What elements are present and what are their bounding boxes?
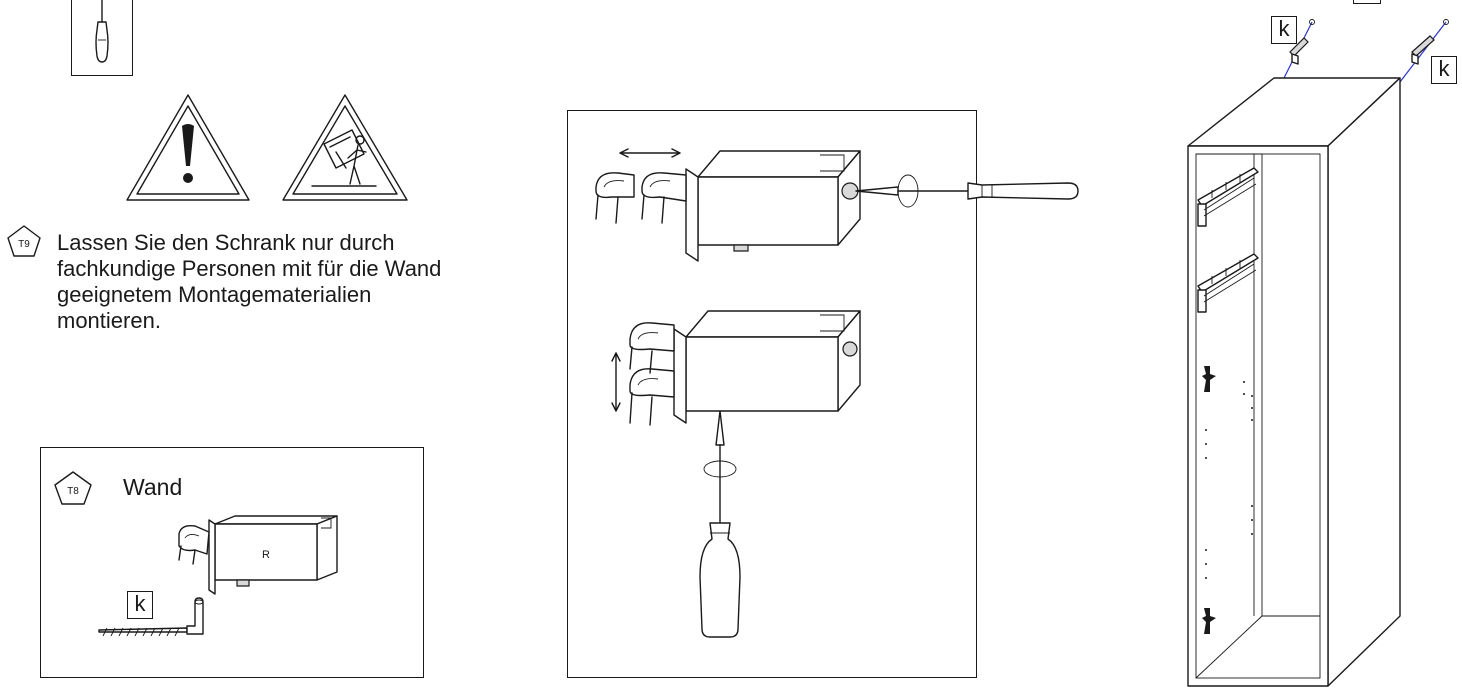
horizontal-adjustment-drawing xyxy=(595,148,1079,262)
wall-bracket-panel: T8 Wand R k xyxy=(40,447,424,678)
bracket-mark: R xyxy=(262,549,270,561)
hook-screw-drawing xyxy=(98,597,204,637)
tip-over-warning-icon xyxy=(282,94,408,201)
svg-text:T9: T9 xyxy=(18,239,30,250)
vertical-adjustment-drawing xyxy=(611,310,861,638)
cabinet-part-k-label-right: k xyxy=(1431,56,1457,84)
t9-note-line-3: geeignetem Montagematerialien xyxy=(57,282,372,307)
t9-note-line-4: montieren. xyxy=(57,308,161,333)
t9-note-line-2: fachkundige Personen mit für die Wand xyxy=(57,256,442,281)
cabinet-corner-label-fragment xyxy=(1353,0,1381,4)
tool-box xyxy=(71,0,133,76)
svg-text:T8: T8 xyxy=(67,486,79,497)
t9-badge: T9 xyxy=(7,225,41,257)
adjustment-panel xyxy=(567,110,1079,678)
screwdriver-icon xyxy=(95,0,109,63)
t9-note-line-1: Lassen Sie den Schrank nur durch xyxy=(57,230,395,255)
warning-triangle-icon xyxy=(126,94,250,201)
part-k-label: k xyxy=(127,591,153,619)
cabinet-part-k-label-left: k xyxy=(1271,16,1297,44)
wall-label: Wand xyxy=(123,474,183,500)
cabinet-drawing xyxy=(1187,19,1449,687)
t8-badge: T8 xyxy=(54,471,92,505)
t9-note: Lassen Sie den Schrank nur durch fachkun… xyxy=(57,230,537,334)
wall-bracket-drawing xyxy=(178,515,338,595)
